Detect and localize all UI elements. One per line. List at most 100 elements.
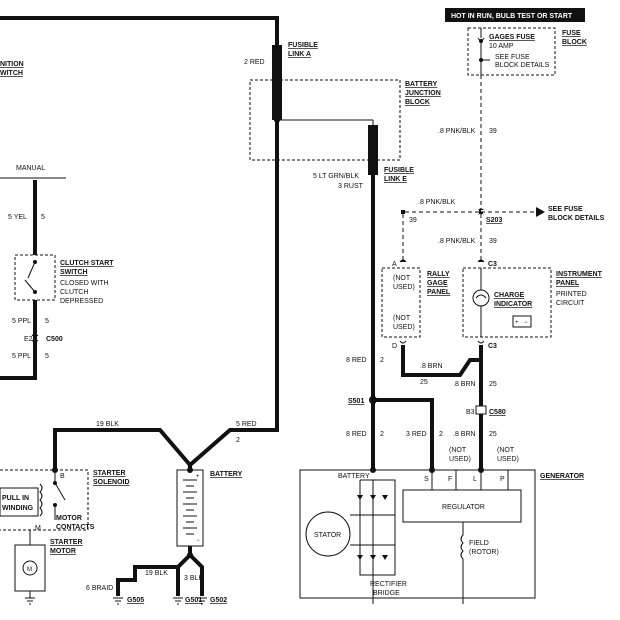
stator-symbol: [305, 511, 351, 557]
circuit-2-lower: 2: [380, 431, 384, 438]
rally-3: PANEL: [427, 289, 451, 296]
ip-3: PRINTED: [556, 291, 587, 298]
b3-label: B3: [466, 409, 475, 416]
battery-label: BATTERY: [210, 471, 243, 478]
g505-label: G505: [127, 597, 144, 604]
instrument-panel-box: [462, 267, 552, 338]
conn-d: D: [392, 343, 397, 350]
not-used-4a: (NOT: [497, 447, 515, 454]
fuse-block-label-2: BLOCK: [562, 39, 587, 46]
regulator-box: [402, 489, 522, 523]
gen-term-battery: [370, 467, 376, 473]
c3-top-mark: [477, 259, 485, 263]
motor-contacts-1: MOTOR: [56, 515, 82, 522]
see-fuse-label-2: BLOCK DETAILS: [495, 62, 550, 69]
fuse-element: [477, 28, 485, 75]
ignition-switch-1: NITION: [0, 61, 24, 68]
clutch-switch-box: [14, 254, 56, 301]
fusible-link-e: [368, 125, 378, 175]
pull-in-1: PULL IN: [2, 495, 29, 502]
starter-sol-2: SOLENOID: [93, 479, 130, 486]
wire-3red-label: 3 RED: [406, 431, 427, 438]
wire-19blk: [53, 428, 192, 470]
battery-symbol: [512, 315, 532, 328]
s501-label: S501: [348, 398, 364, 405]
c500-label: C500: [46, 336, 63, 343]
term-l: L: [473, 476, 477, 483]
battery-symbol-minus: −: [524, 320, 528, 326]
fusible-link-e-2: LINK E: [384, 176, 407, 183]
solenoid-outline: [0, 469, 89, 531]
conn-a-mark: [399, 259, 407, 263]
battery-case: [176, 469, 204, 547]
motor-contacts-switch: [54, 473, 66, 520]
battery-minus: −: [196, 538, 200, 544]
not-used-1a: (NOT: [393, 275, 411, 282]
s203-label: S203: [486, 217, 502, 224]
regulator-label: REGULATOR: [442, 504, 485, 511]
not-used-3a: (NOT: [449, 447, 467, 454]
c500-e2: E2: [24, 336, 33, 343]
battery-plus: +: [196, 474, 200, 480]
c3-top: C3: [488, 261, 497, 268]
conn-a: A: [392, 261, 397, 268]
generator: BATTERY S F L P GENERATOR REGULATOR STAT…: [299, 467, 584, 604]
generator-label: GENERATOR: [540, 473, 584, 480]
fusible-link-a-2: LINK A: [288, 51, 311, 58]
wire-5ppl-a: 5 PPL: [12, 318, 31, 325]
motor-symbol: [22, 560, 38, 576]
g501-label: G501: [185, 597, 202, 604]
not-used-3b: USED): [449, 456, 471, 463]
circuit-2-5red: 2: [236, 437, 240, 444]
c3-bottom: C3: [488, 343, 497, 350]
fusible-link-a: [272, 45, 282, 120]
starter-motor-2: MOTOR: [50, 548, 76, 555]
term-m-label: M: [35, 525, 41, 532]
wire-8red-lower: 8 RED: [346, 431, 367, 438]
wire-5ppl-b-circuit: 5: [45, 353, 49, 360]
wire-5red: [188, 120, 279, 467]
manual-label: MANUAL: [16, 165, 45, 172]
fusible-link-a-1: FUSIBLE: [288, 42, 318, 49]
fusible-link-e-1: FUSIBLE: [384, 167, 414, 174]
battery-ground-dot: [187, 552, 193, 558]
generator-outline: [299, 469, 536, 599]
ignition-clutch: NITION WITCH MANUAL 5 YEL 5 CLUTCH START…: [0, 61, 114, 360]
rally-2: GAGE: [427, 280, 448, 287]
gauges: .8 PNK/BLK 39 .8 PNK/BLK 39 S203 SEE FUS…: [346, 128, 605, 463]
circuit-39-low: 39: [489, 238, 497, 245]
battery: 19 BLK 5 RED 2 + − BATTERY 19 BLK 3 BLK …: [86, 421, 257, 605]
wire-3rust-label: 3 RUST: [338, 183, 364, 190]
wire-brn-d: [401, 345, 481, 377]
circuit-25-lower: 25: [489, 431, 497, 438]
wire-8brn-a: .8 BRN: [420, 363, 443, 370]
battery-junction-block: FUSIBLE LINK A 2 RED BATTERY JUNCTION BL…: [244, 42, 441, 190]
field-2: (ROTOR): [469, 549, 499, 556]
not-used-2a: (NOT: [393, 315, 411, 322]
fuse-dot-top: [479, 39, 483, 43]
wire-8pnk-low: .8 PNK/BLK: [438, 238, 476, 245]
wire-2red-top-label: 2 RED: [244, 59, 265, 66]
see-fuse-right-2: BLOCK DETAILS: [548, 215, 605, 222]
starter: B STARTER SOLENOID PULL IN WINDING MOTOR…: [0, 467, 130, 605]
junction-outline: [249, 79, 401, 161]
motor-contact-a: [53, 481, 57, 485]
c580-label: C580: [489, 409, 506, 416]
ip-2: PANEL: [556, 280, 580, 287]
motor-contact-b: [53, 503, 57, 507]
not-used-4b: USED): [497, 456, 519, 463]
conn-d-mark: [399, 340, 407, 344]
not-used-1b: USED): [393, 284, 415, 291]
arrow-see-fuse: [536, 207, 545, 217]
rectifier-bus: [350, 479, 396, 598]
fuse-block-label-1: FUSE: [562, 30, 581, 37]
charge-1: CHARGE: [494, 292, 525, 299]
clutch-1: CLUTCH START: [60, 260, 114, 267]
fuse-block-outline: [467, 27, 556, 76]
gen-battery-label: BATTERY: [338, 473, 370, 480]
wire-3red: [373, 398, 434, 470]
wire-8brn-b: .8 BRN: [453, 381, 476, 388]
wire-8pnk-splice: .8 PNK/BLK: [418, 199, 456, 206]
wire-2red-top: [0, 16, 279, 45]
